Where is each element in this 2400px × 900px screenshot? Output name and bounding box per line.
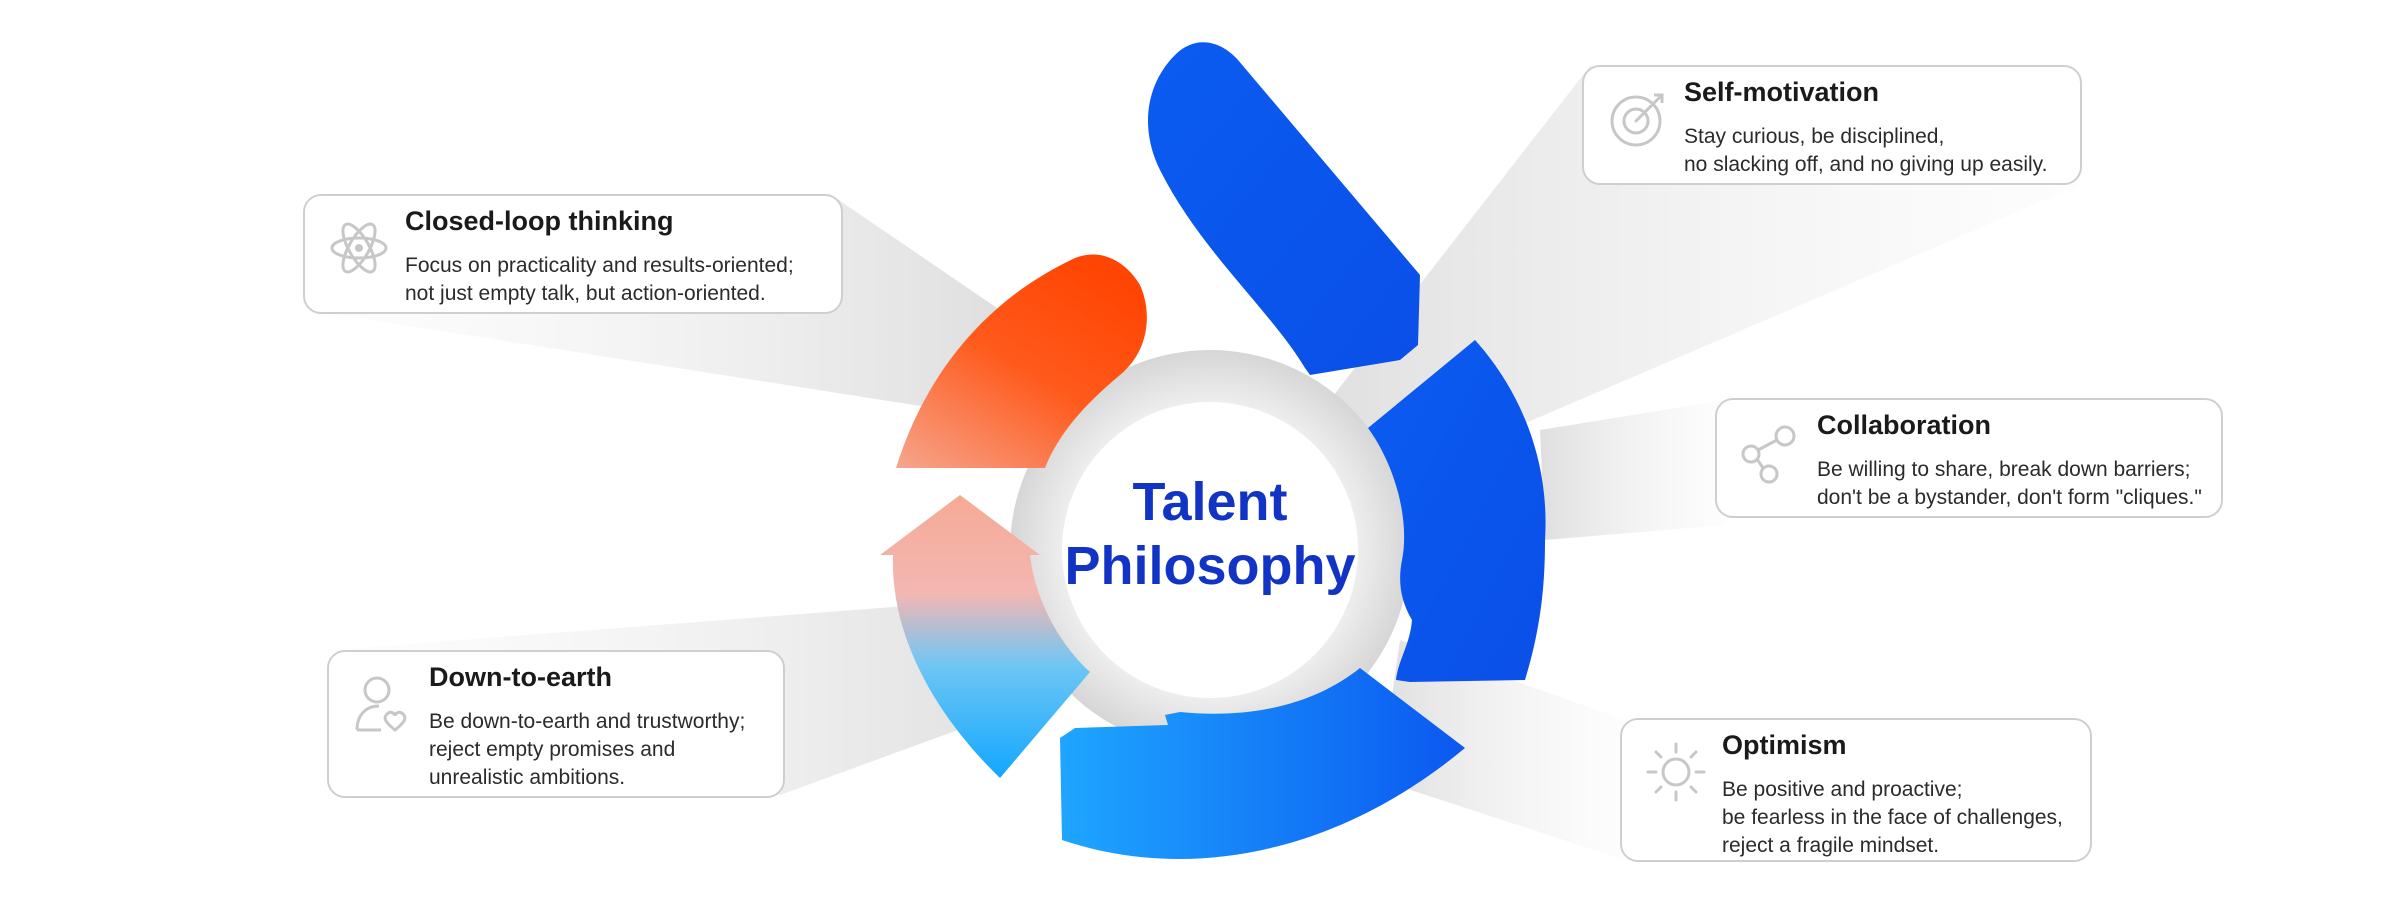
card-line: be fearless in the face of challenges,	[1722, 806, 2063, 829]
card-title: Closed-loop thinking	[405, 206, 674, 236]
card-line: Be down-to-earth and trustworthy;	[429, 710, 746, 733]
segment-closed-loop	[896, 254, 1147, 468]
card-body: Stay curious, be disciplined, no slackin…	[1684, 123, 2047, 179]
center-disc	[1062, 402, 1358, 698]
card-line: no slacking off, and no giving up easily…	[1684, 153, 2048, 176]
card-line: reject a fragile mindset.	[1722, 834, 1940, 857]
center-title-line1: Talent	[1132, 472, 1288, 532]
card-optimism: Optimism Be positive and proactive; be f…	[1620, 718, 2092, 862]
beam-collaboration	[1540, 400, 1725, 540]
center-title: Talent Philosophy	[1045, 470, 1375, 598]
card-title: Collaboration	[1817, 410, 1991, 440]
card-collaboration: Collaboration Be willing to share, break…	[1715, 398, 2223, 518]
card-body: Focus on practicality and results-orient…	[405, 252, 794, 308]
card-line: reject empty promises and	[429, 738, 676, 761]
center-title-line2: Philosophy	[1064, 536, 1356, 596]
card-title: Down-to-earth	[429, 662, 612, 692]
card-line: don't be a bystander, don't form "clique…	[1817, 486, 2202, 509]
card-title: Self-motivation	[1684, 77, 1880, 107]
share-icon	[1737, 422, 1801, 486]
segment-optimism	[1060, 668, 1465, 859]
atom-icon	[327, 216, 391, 280]
card-title: Optimism	[1722, 730, 1847, 760]
target-icon	[1606, 87, 1670, 151]
user-heart-icon	[351, 672, 415, 736]
card-line: unrealistic ambitions.	[429, 766, 626, 789]
card-line: not just empty talk, but action-oriented…	[405, 282, 766, 305]
segment-self-motivation	[1148, 42, 1420, 376]
segment-down-to-earth	[880, 495, 1090, 778]
card-body: Be willing to share, break down barriers…	[1817, 456, 2202, 512]
card-body: Be positive and proactive; be fearless i…	[1722, 776, 2063, 860]
card-line: Focus on practicality and results-orient…	[405, 254, 794, 277]
card-self-motivation: Self-motivation Stay curious, be discipl…	[1582, 65, 2082, 185]
card-body: Be down-to-earth and trustworthy; reject…	[429, 708, 745, 792]
beam-optimism	[1380, 640, 1625, 860]
card-closed-loop: Closed-loop thinking Focus on practicali…	[303, 194, 843, 314]
segment-collaboration	[1368, 340, 1546, 682]
card-line: Be willing to share, break down barriers…	[1817, 458, 2191, 481]
card-line: Be positive and proactive;	[1722, 778, 1963, 801]
card-line: Stay curious, be disciplined,	[1684, 125, 1945, 148]
card-down-to-earth: Down-to-earth Be down-to-earth and trust…	[327, 650, 785, 798]
sun-icon	[1644, 740, 1708, 804]
